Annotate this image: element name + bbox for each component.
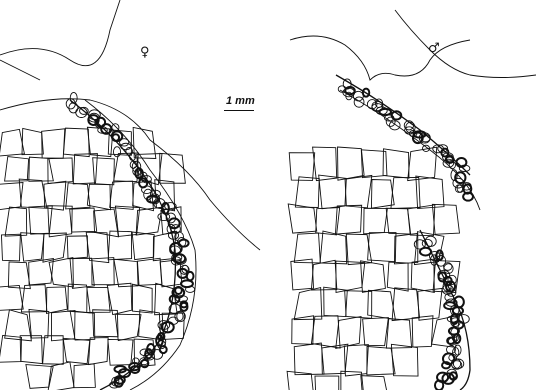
tissue-cell	[87, 287, 110, 312]
male-section-panel	[287, 10, 536, 390]
tissue-cell	[288, 204, 317, 233]
male-symbol-label: ♂	[428, 42, 440, 55]
male-parenchyma-cells	[287, 147, 460, 390]
tissue-cell	[295, 177, 319, 208]
tissue-cell	[367, 346, 395, 374]
tissue-cell	[8, 262, 30, 289]
tissue-cell	[29, 309, 49, 338]
tissue-cell	[324, 287, 348, 316]
tissue-cell	[49, 258, 73, 287]
tissue-cell	[432, 204, 459, 234]
tissue-cell	[412, 316, 433, 347]
tissue-cell	[394, 233, 417, 264]
tissue-cell	[5, 207, 27, 236]
tissue-cell	[67, 236, 87, 259]
small-cell	[121, 143, 131, 149]
tissue-cell	[87, 184, 110, 209]
tissue-cell	[74, 364, 96, 388]
scale-bar	[224, 110, 254, 111]
tissue-cell	[345, 175, 372, 207]
tissue-cell	[294, 343, 324, 375]
tissue-cell	[0, 285, 23, 310]
tissue-cell	[322, 344, 348, 374]
female-symbol-label: ♀	[140, 46, 150, 59]
tissue-cell	[294, 288, 322, 320]
small-cell	[187, 272, 194, 280]
tissue-cell	[70, 311, 95, 340]
tissue-cell	[63, 338, 90, 363]
tissue-cell	[364, 208, 388, 234]
tissue-cell	[418, 288, 442, 320]
tissue-cell	[114, 259, 138, 287]
tissue-cell	[43, 233, 66, 262]
small-cell	[442, 362, 450, 368]
tissue-cell	[368, 233, 396, 262]
small-cell	[354, 97, 364, 107]
tissue-cell	[391, 344, 418, 376]
tissue-cell	[66, 183, 90, 209]
tissue-cell	[294, 233, 320, 263]
tissue-cell	[89, 338, 109, 365]
small-cell	[70, 92, 77, 103]
tissue-cell	[19, 179, 47, 208]
tissue-cell	[29, 157, 54, 181]
tissue-cell	[387, 262, 408, 291]
tissue-cell	[1, 234, 20, 261]
tissue-cell	[292, 316, 314, 345]
tissue-cell	[70, 208, 97, 232]
small-cell	[425, 236, 436, 246]
tissue-cell	[336, 261, 365, 292]
tissue-cell	[110, 181, 133, 209]
tissue-cell	[0, 129, 24, 156]
tissue-cell	[132, 232, 154, 260]
tissue-cell	[21, 233, 44, 261]
female-parenchyma-cells	[0, 127, 185, 390]
tissue-cell	[22, 128, 43, 154]
tissue-cell	[392, 288, 419, 321]
tissue-cell	[386, 208, 410, 234]
tissue-cell	[315, 376, 339, 390]
tissue-cell	[363, 318, 389, 346]
tissue-cell	[361, 376, 389, 390]
tissue-cell	[287, 371, 315, 390]
tissue-cell	[311, 316, 340, 348]
tissue-cell	[338, 147, 365, 180]
tissue-cell	[42, 129, 65, 158]
tissue-cell	[48, 362, 74, 390]
tissue-cell	[46, 287, 67, 314]
tissue-cell	[320, 231, 347, 264]
tissue-cell	[64, 128, 90, 157]
small-cell	[455, 185, 462, 193]
tissue-cell	[136, 207, 162, 235]
tissue-cell	[371, 179, 394, 208]
tissue-cell	[137, 258, 162, 285]
tissue-cell	[291, 259, 314, 290]
tissue-cell	[5, 157, 29, 182]
small-cell	[113, 147, 120, 157]
small-cell	[160, 346, 167, 353]
scale-bar-label: 1 mm	[226, 95, 255, 107]
tissue-cell	[311, 260, 336, 290]
tissue-cell	[289, 153, 314, 181]
female-section-panel	[0, 0, 260, 390]
tissue-cell	[115, 314, 141, 340]
tissue-cell	[132, 284, 152, 313]
tissue-cell	[108, 339, 133, 365]
tissue-cell	[386, 319, 411, 349]
